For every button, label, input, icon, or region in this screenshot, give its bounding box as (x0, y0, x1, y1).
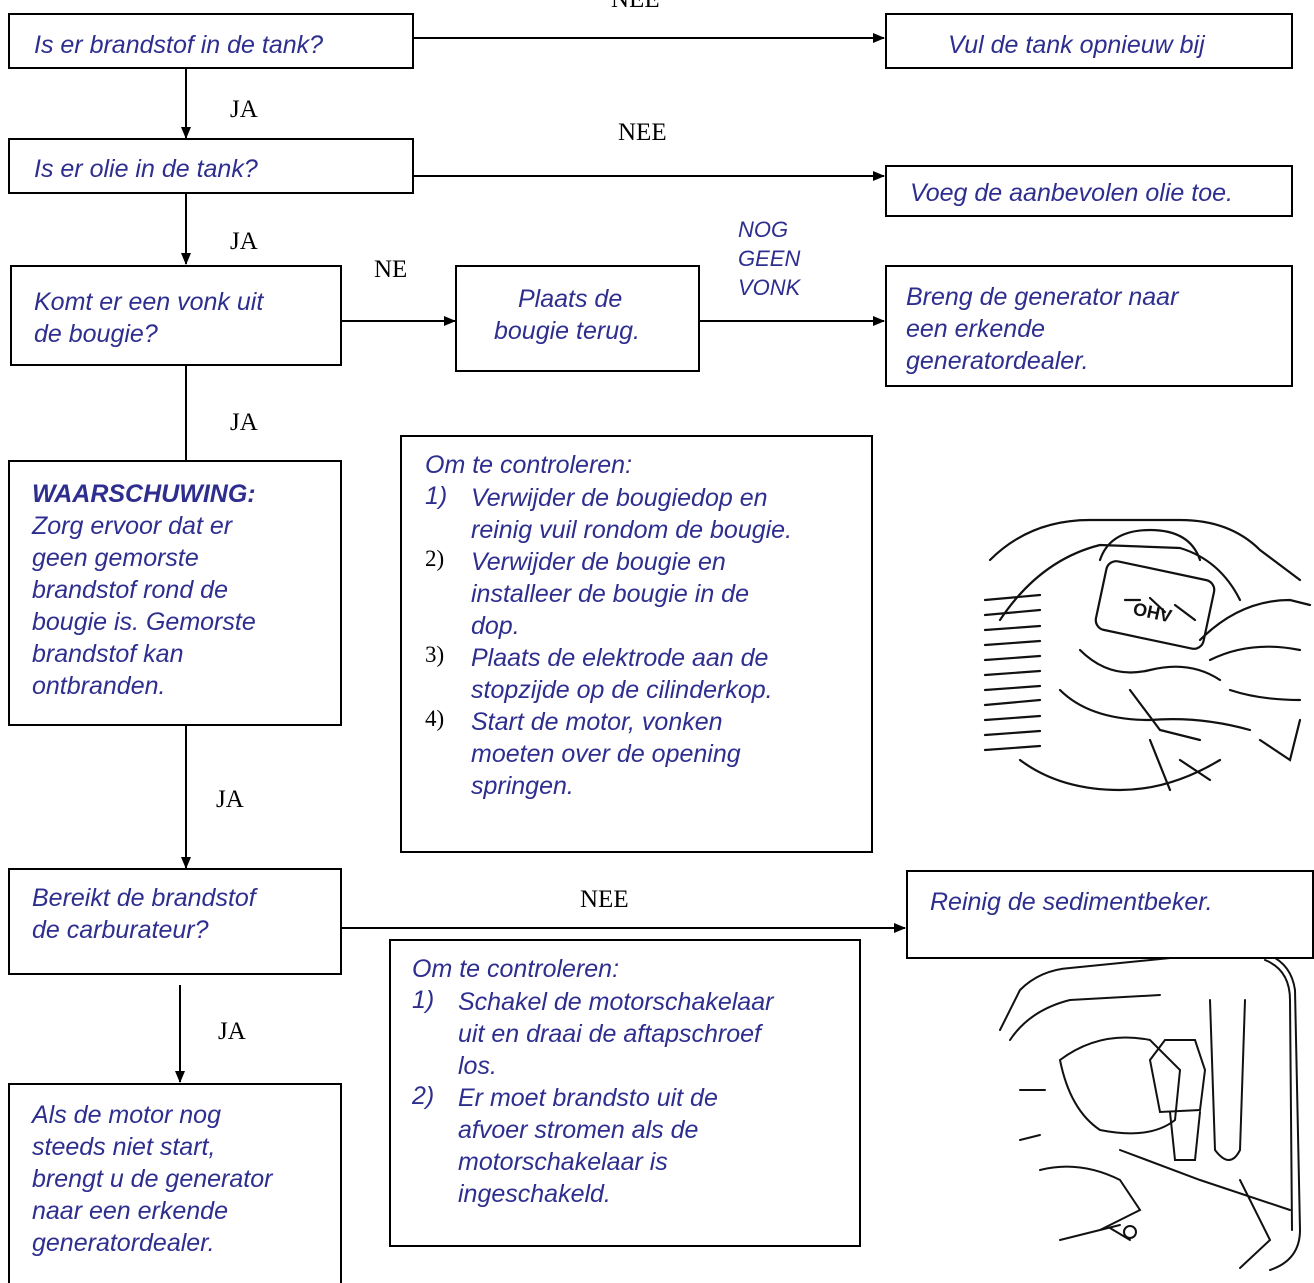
final-box: Als de motor nog steeds niet start, brengt… (8, 1083, 342, 1283)
question-carb: Bereikt de brandstof de carburateur? (8, 868, 342, 975)
question-spark: Komt er een vonk uit de bougie? (10, 265, 342, 366)
label-nee-top: NEE (611, 0, 660, 14)
label-ja-5: JA (218, 1018, 246, 1045)
fuel-check-step-text: ingeschakeld. (458, 1180, 611, 1208)
warning-line: ontbranden. (32, 672, 166, 700)
final-line: naar een erkende (32, 1197, 228, 1225)
action-replace-plug-text-1: Plaats de (518, 285, 623, 313)
spark-check-step-text: Start de motor, vonken (471, 708, 723, 736)
fuel-check-step-text: los. (458, 1052, 497, 1080)
label-ja-3: JA (230, 409, 258, 436)
action-refill: Vul de tank opnieuw bij (885, 13, 1293, 69)
label-geen: GEEN (738, 246, 801, 271)
spark-check-step-text: stopzijde op de cilinderkop. (471, 676, 773, 704)
fuel-check-step-number: 1) (412, 986, 435, 1014)
question-oil-text: Is er olie in de tank? (34, 155, 258, 183)
spark-check-step-text: Verwijder de bougiedop en (471, 484, 768, 512)
spark-check-step-text: springen. (471, 772, 574, 800)
label-nee-oil: NEE (618, 119, 667, 146)
warning-title: WAARSCHUWING: (32, 480, 256, 508)
warning-line: geen gemorste (32, 544, 199, 572)
fuel-check-step-number: 2) (412, 1082, 435, 1110)
spark-check-step-text: installeer de bougie in de (471, 580, 749, 608)
fuel-check-step: 2) Er moet brandsto uit de afvoer stromen … (412, 1082, 852, 1210)
warning-text: Zorg ervoor dat er geen gemorste brandstof… (32, 510, 256, 702)
spark-check-step-text: moeten over de opening (471, 740, 741, 768)
final-line: Als de motor nog (32, 1101, 221, 1129)
spark-check-step-number: 1) (425, 482, 448, 510)
fuel-check-steps: 1) Schakel de motorschakelaar uit en draai… (412, 986, 852, 1210)
action-dealer-text-1: Breng de generator naar (906, 283, 1179, 311)
fuel-check-box: Om te controleren: 1) Schakel de motorsch… (389, 939, 861, 1247)
fuel-check-step-text: uit en draai de aftapschroef (458, 1020, 761, 1048)
label-nee-carb: NEE (580, 886, 629, 913)
spark-check-step-text: reinig vuil rondom de bougie. (471, 516, 793, 544)
warning-line: brandstof kan (32, 640, 184, 668)
action-dealer: Breng de generator naar een erkende gene… (885, 265, 1293, 387)
action-add-oil-text: Voeg de aanbevolen olie toe. (910, 179, 1233, 207)
action-clean-cup-text: Reinig de sedimentbeker. (930, 888, 1213, 916)
fuel-check-title: Om te controleren: (412, 955, 620, 983)
warning-line: Zorg ervoor dat er (32, 512, 233, 540)
label-ja-1: JA (230, 96, 258, 123)
warning-box: WAARSCHUWING: Zorg ervoor dat er geen gem… (8, 460, 342, 726)
spark-check-step-number: 2) (425, 546, 445, 571)
warning-line: brandstof rond de (32, 576, 228, 604)
spark-check-step-text: Plaats de elektrode aan de (471, 644, 769, 672)
fuel-check-step-text: Er moet brandsto uit de (458, 1084, 718, 1112)
fuel-check-step-text: afvoer stromen als de (458, 1116, 699, 1144)
question-oil: Is er olie in de tank? (8, 138, 414, 194)
final-line: generatordealer. (32, 1229, 215, 1257)
fuel-check-step: 1) Schakel de motorschakelaar uit en draai… (412, 986, 852, 1082)
fuel-check-step-text: Schakel de motorschakelaar (458, 988, 774, 1016)
spark-check-step: 2) Verwijder de bougie en installeer de bo… (425, 546, 865, 642)
question-carb-text-1: Bereikt de brandstof (32, 884, 256, 912)
action-replace-plug: Plaats de bougie terug. (455, 265, 700, 372)
action-clean-cup: Reinig de sedimentbeker. (906, 870, 1314, 959)
label-ja-2: JA (230, 228, 258, 255)
final-line: brengt u de generator (32, 1165, 273, 1193)
spark-plug-illustration (983, 518, 1312, 792)
label-ja-4: JA (216, 786, 244, 813)
question-spark-text-1: Komt er een vonk uit (34, 288, 264, 316)
label-ne-spark: NE (374, 256, 408, 283)
question-fuel: Is er brandstof in de tank? (8, 13, 414, 69)
fuel-check-step-text: motorschakelaar is (458, 1148, 668, 1176)
warning-line: bougie is. Gemorste (32, 608, 256, 636)
sediment-cup-illustration (999, 949, 1302, 1271)
final-line: steeds niet start, (32, 1133, 216, 1161)
spark-check-box: Om te controleren: 1) Verwijder de bougie… (400, 435, 873, 853)
final-text: Als de motor nog steeds niet start, brengt… (32, 1099, 272, 1259)
action-add-oil: Voeg de aanbevolen olie toe. (885, 165, 1293, 217)
spark-check-steps: 1) Verwijder de bougiedop en reinig vuil r… (425, 482, 865, 802)
spark-check-step: 1) Verwijder de bougiedop en reinig vuil r… (425, 482, 865, 546)
label-vonk: VONK (738, 275, 801, 300)
spark-check-step-number: 4) (425, 706, 445, 731)
spark-check-title: Om te controleren: (425, 451, 633, 479)
action-dealer-text-2: een erkende (906, 315, 1046, 343)
action-dealer-text-3: generatordealer. (906, 347, 1089, 375)
label-nog: NOG (738, 217, 789, 242)
spark-check-step: 3) Plaats de elektrode aan de stopzijde op… (425, 642, 865, 706)
spark-check-step-text: dop. (471, 612, 520, 640)
action-replace-plug-text-2: bougie terug. (494, 317, 640, 345)
question-fuel-text: Is er brandstof in de tank? (34, 31, 324, 59)
spark-check-step-text: Verwijder de bougie en (471, 548, 726, 576)
question-spark-text-2: de bougie? (34, 320, 158, 348)
spark-check-step-number: 3) (425, 642, 445, 667)
action-refill-text: Vul de tank opnieuw bij (948, 31, 1205, 59)
question-carb-text-2: de carburateur? (32, 916, 209, 944)
engine-label: OHV (1131, 599, 1173, 627)
spark-check-step: 4) Start de motor, vonken moeten over de o… (425, 706, 865, 802)
